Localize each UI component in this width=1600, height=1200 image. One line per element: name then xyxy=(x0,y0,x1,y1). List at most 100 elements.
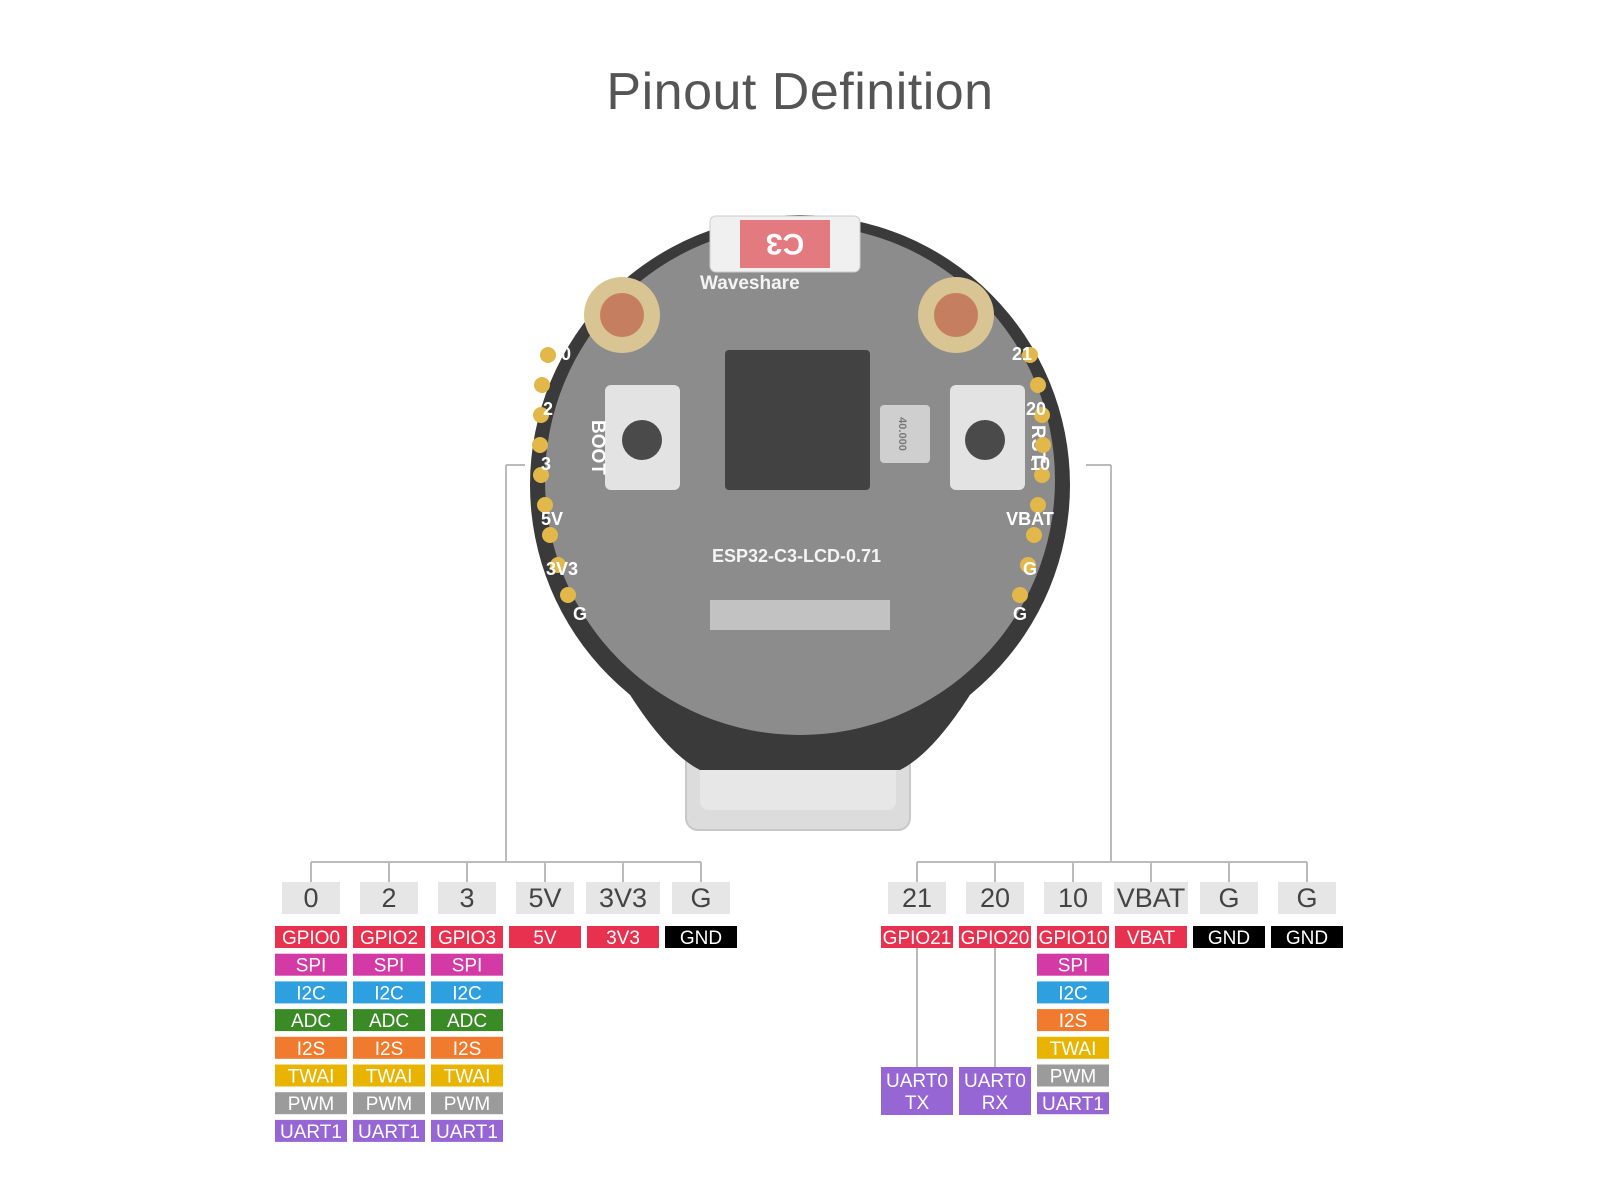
edge-pad xyxy=(542,527,558,543)
function-tag xyxy=(275,1092,347,1115)
pin-label: 10 xyxy=(1058,883,1088,913)
pin-label-box xyxy=(282,882,340,914)
function-tag-text: ADC xyxy=(447,1011,487,1032)
uart-tag xyxy=(959,1067,1031,1115)
connector-lines xyxy=(310,464,1308,882)
board-brand: Waveshare xyxy=(700,273,800,294)
function-tag-text: GPIO0 xyxy=(282,928,340,949)
function-tag xyxy=(1193,926,1265,948)
function-tag-text: VBAT xyxy=(1127,928,1176,949)
edge-label: 3 xyxy=(541,454,551,474)
rst-button-cap xyxy=(965,420,1005,460)
function-tag-text: GND xyxy=(1286,928,1328,949)
function-tag xyxy=(1115,926,1187,948)
function-tag-text: 5V xyxy=(533,928,557,949)
edge-pad xyxy=(1030,497,1046,513)
pin-label-box xyxy=(1200,882,1258,914)
edge-pad xyxy=(1030,377,1046,393)
function-tag xyxy=(275,1064,347,1087)
edge-label: 21 xyxy=(1012,344,1032,364)
function-tag xyxy=(353,1119,425,1142)
function-tag-text: SPI xyxy=(1058,956,1089,977)
pin-label-box xyxy=(966,882,1024,914)
uart-tag-line2: RX xyxy=(982,1093,1009,1114)
function-tag-text: I2S xyxy=(1059,1011,1088,1032)
pin-label: 20 xyxy=(980,883,1010,913)
function-tag xyxy=(1037,1092,1109,1115)
function-tag xyxy=(275,1036,347,1059)
edge-label: 0 xyxy=(561,344,571,364)
edge-pad xyxy=(1034,407,1050,423)
function-tag xyxy=(1037,1064,1109,1087)
function-tag-text: PWM xyxy=(288,1094,334,1115)
antenna-chip-mark: C3 xyxy=(766,227,804,260)
pin-label-box xyxy=(672,882,730,914)
function-tag-text: ADC xyxy=(369,1011,409,1032)
antenna-chip xyxy=(740,220,830,268)
function-tag-text: UART1 xyxy=(358,1122,420,1143)
pin-label: 3V3 xyxy=(599,883,647,913)
edge-label: 10 xyxy=(1030,454,1050,474)
pin-label: G xyxy=(1218,883,1239,913)
mounting-hole-left-inner xyxy=(600,293,644,337)
pin-label: 5V xyxy=(528,883,561,913)
function-tag-text: SPI xyxy=(374,956,405,977)
function-tag-text: PWM xyxy=(366,1094,412,1115)
function-tag xyxy=(1037,926,1109,948)
function-tag xyxy=(353,981,425,1004)
function-tag xyxy=(1037,1036,1109,1059)
pin-label: G xyxy=(690,883,711,913)
function-tag-text: PWM xyxy=(1050,1067,1096,1088)
pin-label: 21 xyxy=(902,883,932,913)
edge-pad xyxy=(550,557,566,573)
function-tag xyxy=(431,953,503,976)
pin-label-box xyxy=(586,882,660,914)
pin-label: 3 xyxy=(459,883,474,913)
uart-tag xyxy=(881,1067,953,1115)
function-tag xyxy=(431,1119,503,1142)
function-tag xyxy=(431,1092,503,1115)
function-tag xyxy=(1037,1009,1109,1032)
function-tag xyxy=(431,1036,503,1059)
edge-label: 20 xyxy=(1026,399,1046,419)
function-tag xyxy=(275,1119,347,1142)
function-tag xyxy=(275,926,347,948)
function-tag xyxy=(353,1064,425,1087)
pin-label: G xyxy=(1296,883,1317,913)
edge-pad xyxy=(1034,467,1050,483)
function-tag-text: UART1 xyxy=(1042,1094,1104,1115)
usb-pins-strip xyxy=(710,600,890,630)
edge-label: G xyxy=(1013,604,1027,624)
edge-label: G xyxy=(1023,559,1037,579)
crystal xyxy=(880,405,930,463)
function-tag-text: GND xyxy=(680,928,722,949)
function-tag-text: I2C xyxy=(374,983,404,1004)
edge-label: 5V xyxy=(541,509,563,529)
edge-pad xyxy=(1022,347,1038,363)
edge-pad xyxy=(533,467,549,483)
pin-label: 0 xyxy=(303,883,318,913)
edge-pad xyxy=(560,587,576,603)
function-tag-text: TWAI xyxy=(1050,1039,1097,1060)
uart-tag-line1: UART0 xyxy=(964,1071,1026,1092)
function-tag-text: GPIO10 xyxy=(1039,928,1108,949)
page-title: Pinout Definition xyxy=(606,63,994,121)
edge-pad xyxy=(533,407,549,423)
edge-label: 2 xyxy=(543,399,553,419)
function-tag xyxy=(431,981,503,1004)
function-tag-text: SPI xyxy=(296,956,327,977)
function-tag xyxy=(275,1009,347,1032)
function-tag-text: I2S xyxy=(453,1039,482,1060)
function-tag-text: PWM xyxy=(444,1094,490,1115)
edge-label: VBAT xyxy=(1006,509,1054,529)
pin-label-box xyxy=(1278,882,1336,914)
function-tag-text: I2C xyxy=(296,983,326,1004)
pin-tags: 0GPIO0SPII2CADCI2STWAIPWMUART12GPIO2SPII… xyxy=(275,882,1343,1143)
edge-pad xyxy=(537,497,553,513)
function-tag-text: TWAI xyxy=(366,1067,413,1088)
function-tag-text: I2C xyxy=(452,983,482,1004)
mounting-hole-right-inner xyxy=(934,293,978,337)
function-tag-text: ADC xyxy=(291,1011,331,1032)
